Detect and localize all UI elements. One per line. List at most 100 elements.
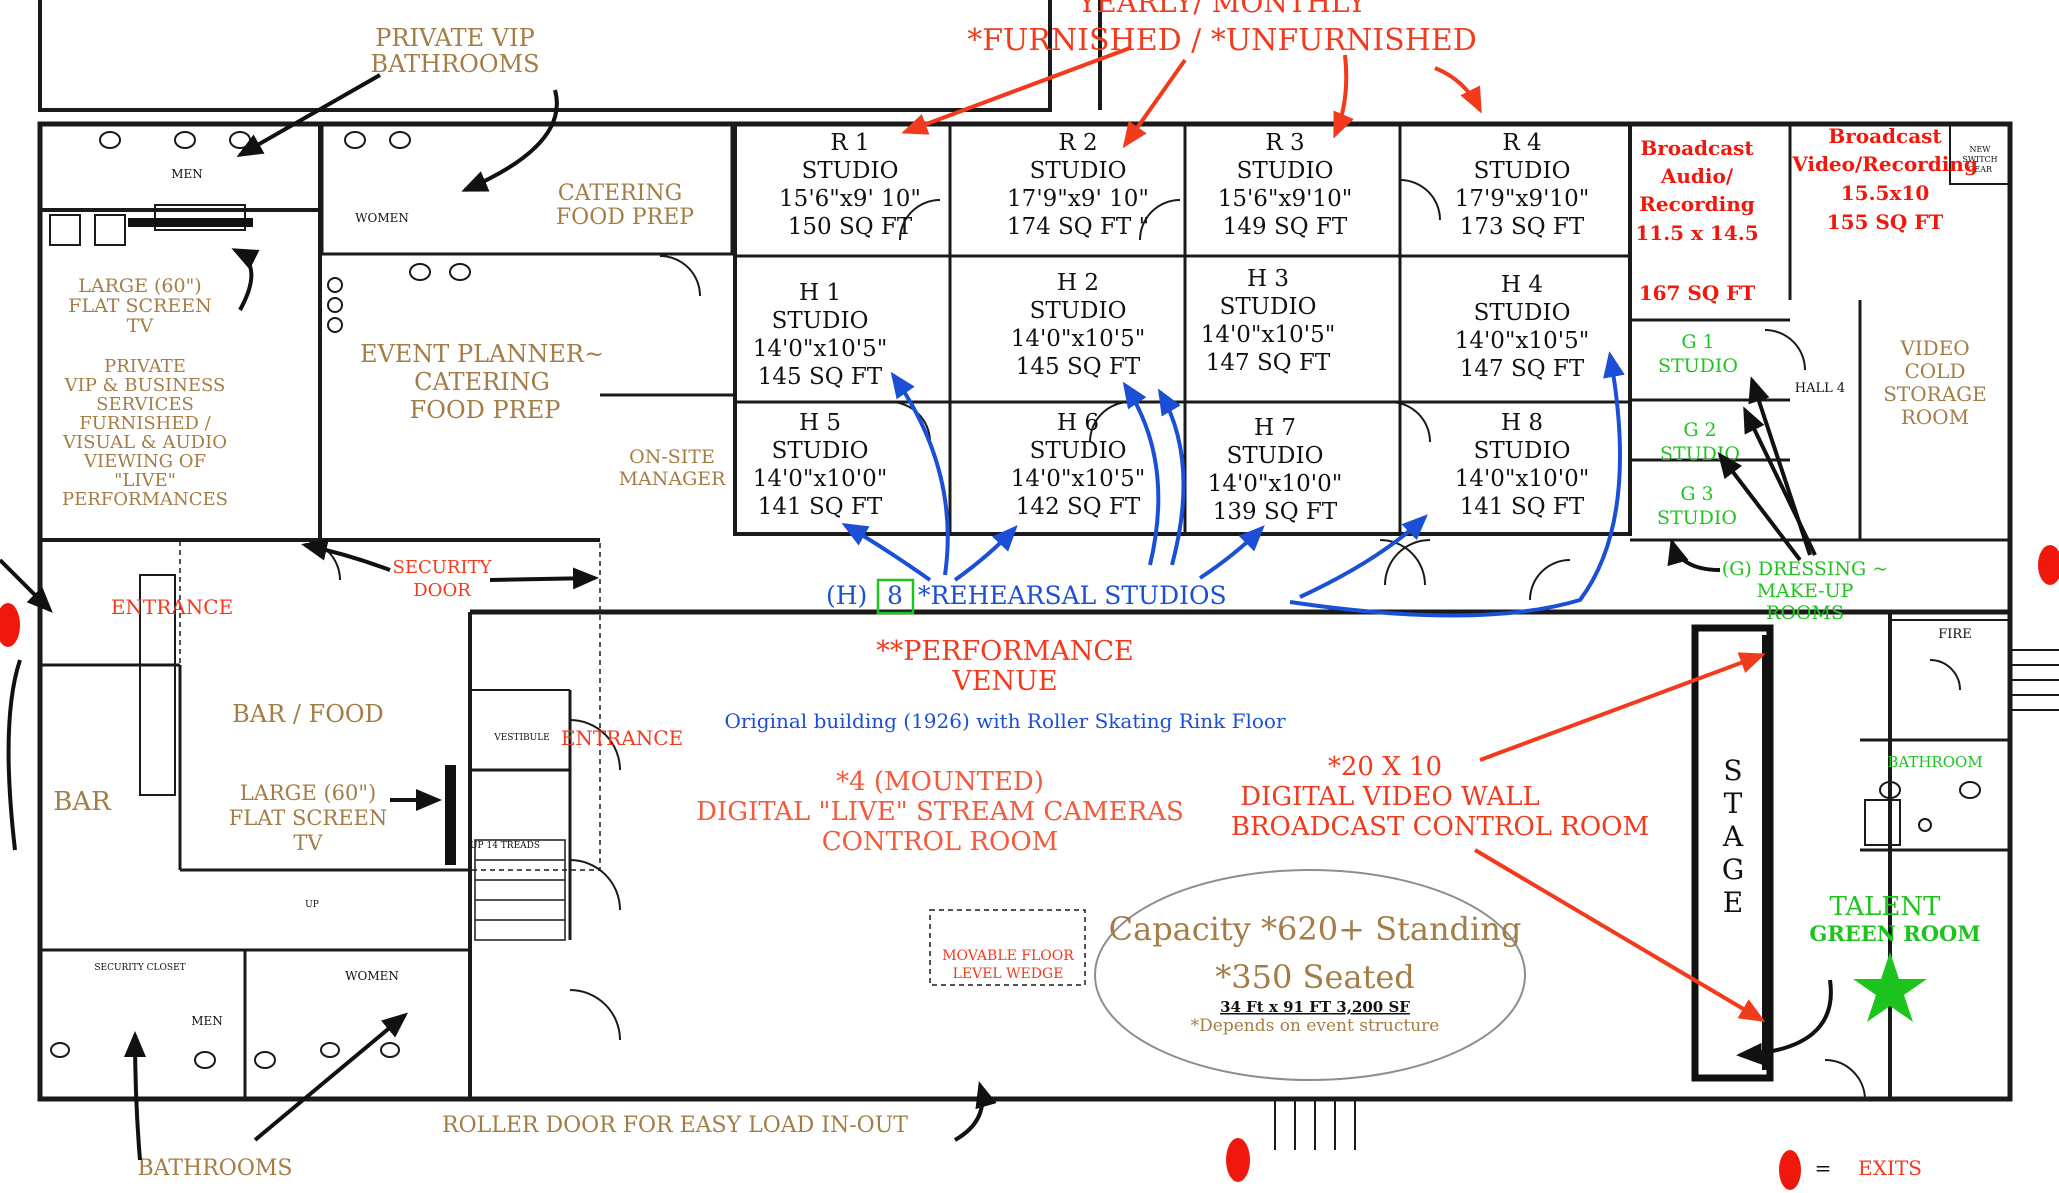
exit-icon [1779,1150,1801,1190]
men-label: MEN [191,1014,223,1028]
studio-id: H 4 [1501,272,1543,298]
stage-letter: E [1723,886,1743,919]
exit-markers [0,545,2059,1190]
capacity-dimensions: 34 Ft x 91 FT 3,200 SF [1220,998,1410,1016]
rehearsal-count-box [876,578,915,615]
performance-label: VENUE [951,666,1057,697]
studio-type: STUDIO [1474,438,1571,464]
studio-id: R 2 [1058,130,1097,156]
original-building-label: Original building (1926) with Roller Ska… [724,709,1286,733]
studio-id: H 1 [799,280,841,306]
large-tv-label: FLAT SCREEN [68,295,211,317]
callout-arrows [0,73,1833,1161]
studio-dims: 15'6"x9' 10" [779,186,921,212]
g2-label: STUDIO [1660,443,1740,465]
vestibule-label: VESTIBULE [493,733,550,743]
studio-area: 145 SQ FT [1016,354,1141,380]
vip-services-label: FURNISHED / [79,413,211,434]
video-wall-label: *20 X 10 [1328,752,1442,782]
small-labels: MEN WOMEN MEN WOMEN SECURITY CLOSET VEST… [94,145,1997,1028]
studio-dims: 14'0"x10'0" [1208,471,1343,497]
exit-icon [2038,545,2059,585]
up-label: UP [305,900,319,910]
video-cold-storage-label: COLD [1904,359,1965,383]
talent-label: TALENT [1829,892,1941,922]
cameras-label: *4 (MOUNTED) [836,767,1044,797]
dressing-label: ROOMS [1766,602,1844,624]
studio-area: 145 SQ FT [758,364,883,390]
studio-dims: 14'0"x10'0" [1455,466,1590,492]
studio-id: R 3 [1265,130,1304,156]
g1-label: STUDIO [1658,355,1738,377]
broadcast-audio-label: Broadcast [1640,136,1754,160]
studio-id: H 8 [1501,410,1543,436]
tv-screen-bar [445,765,456,865]
women-label: WOMEN [355,211,409,225]
studio-dims: 14'0"x10'0" [753,466,888,492]
wedge-label: LEVEL WEDGE [953,966,1064,982]
green-labels: G 1 STUDIO G 2 STUDIO G 3 STUDIO (G) DRE… [1657,331,1983,946]
exits-eq: = [1815,1156,1832,1180]
studio-dims: 14'0"x10'5" [1455,328,1590,354]
room-labels-brown: PRIVATE VIP BATHROOMS CATERING FOOD PREP… [53,24,1986,1181]
security-door-label: SECURITY [393,557,493,578]
svg-text:*REHEARSAL STUDIOS: *REHEARSAL STUDIOS [918,581,1227,610]
broadcast-video-label: 15.5x10 [1841,181,1929,205]
studio-area: 147 SQ FT [1460,356,1585,382]
studio-type: STUDIO [1030,158,1127,184]
large-tv-label: LARGE (60") [78,275,201,297]
wedge-label: MOVABLE FLOOR [942,948,1074,964]
capacity-label: Capacity *620+ Standing [1109,910,1522,948]
studio-id: H 6 [1057,410,1099,436]
studio-dims: 17'9"x9'10" [1455,186,1590,212]
dressing-label: MAKE-UP [1757,580,1854,602]
studio-type: STUDIO [1237,158,1334,184]
red-labels: SECURITY DOOR ENTRANCE ENTRANCE **PERFOR… [111,557,1922,1180]
women-label: WOMEN [345,969,399,983]
vip-services-label: VIP & BUSINESS [64,375,226,396]
large-tv-label: LARGE (60") [240,781,376,805]
dressing-label: (G) DRESSING ~ [1722,558,1888,580]
new-switch-label: NEW [1969,145,1991,154]
entrance-center-label: ENTRANCE [561,726,683,750]
broadcast-labels: Broadcast Audio/ Recording 11.5 x 14.5 1… [1635,124,1977,305]
security-door-label: DOOR [413,580,471,601]
large-tv-label: TV [127,315,154,337]
exits-label: EXITS [1858,1156,1922,1180]
studio-dims: 17'9"x9' 10" [1007,186,1149,212]
studio-type: STUDIO [1030,438,1127,464]
large-tv-label: FLAT SCREEN [229,806,388,830]
new-switch-label: SWITCH [1962,155,1997,164]
capacity-label: *350 Seated [1215,958,1414,996]
studio-area: 173 SQ FT [1460,214,1585,240]
studio-type: STUDIO [1030,298,1127,324]
g3-label: G 3 [1680,483,1713,505]
studio-id: R 4 [1502,130,1541,156]
studio-type: STUDIO [1474,300,1571,326]
stage-letter: T [1724,787,1743,820]
building-walls [37,0,2059,1150]
broadcast-video-label: Video/Recording [1791,152,1978,176]
studio-area: 141 SQ FT [758,494,883,520]
fire-label: FIRE [1938,627,1971,642]
studio-area: 141 SQ FT [1460,494,1585,520]
studio-id: H 2 [1057,270,1099,296]
header-arrows [901,46,1482,149]
bar-food-label: BAR / FOOD [232,700,384,728]
g2-label: G 2 [1683,419,1716,441]
video-wall-label: DIGITAL VIDEO WALL [1240,782,1540,812]
studio-id: R 1 [830,130,869,156]
rehearsal-arrows [841,351,1625,618]
talent-label: GREEN ROOM [1809,921,1980,946]
large-tv-label: TV [293,831,323,855]
rehearsal-label: (H) 8 *REHEARSAL STUDIOS [826,578,1227,615]
new-switch-label: GEAR [1968,165,1993,174]
private-vip-label: PRIVATE VIP [375,24,535,52]
studio-dims: 15'6"x9'10" [1218,186,1353,212]
vip-services-label: VIEWING OF [83,451,206,472]
studio-type: STUDIO [772,438,869,464]
stage-letter: G [1722,853,1744,886]
vip-services-label: VISUAL & AUDIO [62,432,227,453]
vip-services-label: PRIVATE [104,356,186,377]
